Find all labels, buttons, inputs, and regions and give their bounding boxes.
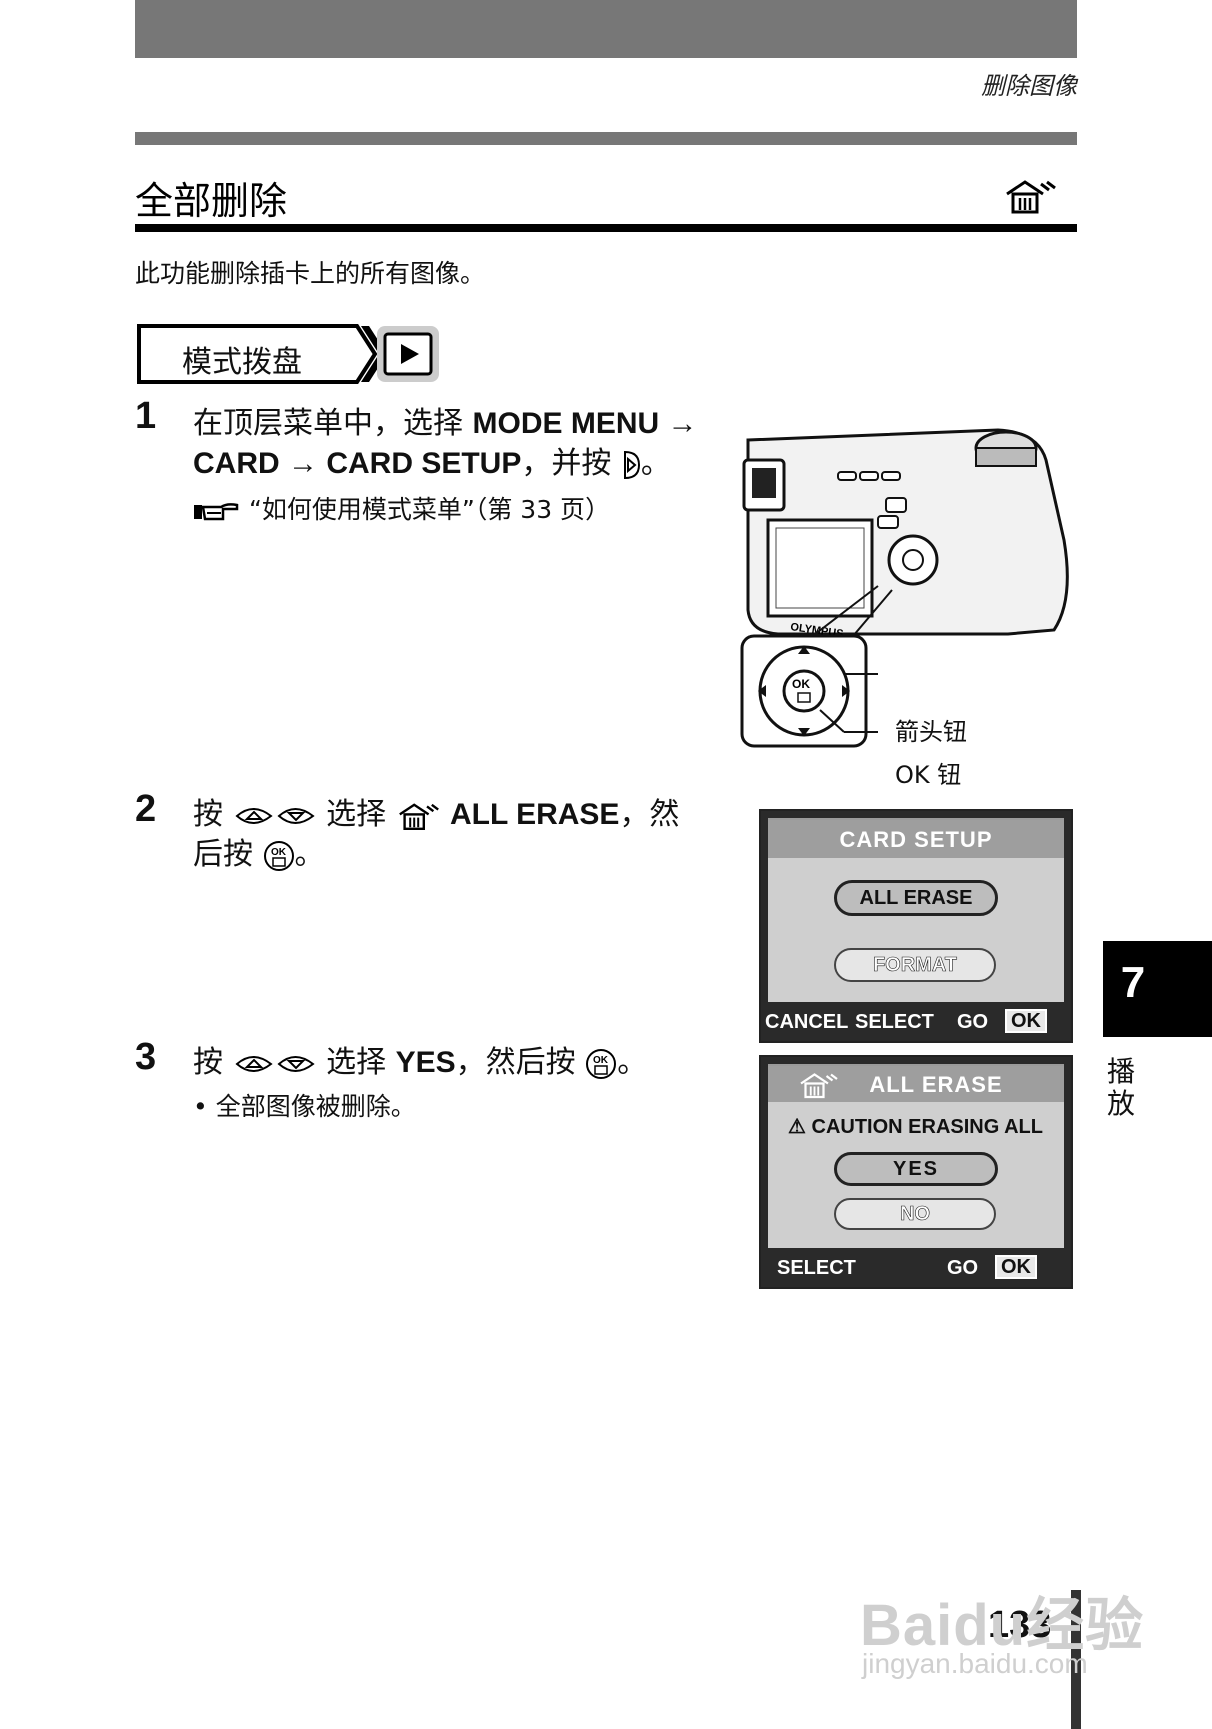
step-3-bullet: • 全部图像被删除。 — [193, 1087, 416, 1123]
watermark-url: jingyan.baidu.com — [862, 1648, 1088, 1679]
step-1-period: 。 — [640, 446, 671, 481]
svg-text:OK: OK — [593, 1055, 609, 1066]
screen-body: ALL ERASE ⚠ CAUTION ERASING ALL YES NO — [768, 1064, 1064, 1248]
arrow-buttons-callout: 箭头钮 — [895, 718, 967, 746]
screen-title: ALL ERASE — [869, 1072, 1003, 1097]
step-1-menu-path-2: CARD → CARD SETUP — [193, 447, 522, 480]
step-2-text-d: ，然 — [619, 797, 680, 832]
section-rule — [135, 132, 1077, 145]
go-hint: GO — [947, 1257, 979, 1279]
playback-icon — [401, 344, 419, 364]
step-2-period: 。 — [294, 837, 325, 872]
step-number: 2 — [135, 788, 157, 830]
all-erase-icon — [800, 1073, 838, 1099]
header-band — [135, 0, 1077, 58]
watermark-logo: Baidu经验 — [860, 1593, 1145, 1658]
ok-hint: OK — [1005, 1009, 1047, 1033]
screen-footer: CANCEL SELECT GO OK — [761, 1003, 1071, 1041]
all-erase-icon — [398, 802, 439, 830]
all-erase-screen: ALL ERASE ⚠ CAUTION ERASING ALL YES NO S… — [759, 1055, 1073, 1289]
caution-message: ⚠ CAUTION ERASING ALL — [788, 1114, 1043, 1139]
go-hint: GO — [957, 1011, 989, 1033]
step-2-text-b: 选择 — [316, 797, 396, 832]
ok-button-icon: OK — [263, 840, 294, 871]
ok-button-label: OK — [792, 677, 810, 691]
page-number: 133 — [988, 1604, 1052, 1646]
page-edge-bar — [1071, 1590, 1081, 1729]
step-1-text: 在顶层菜单中，选择 MODE MENU → CARD → CARD SETUP，… — [193, 404, 713, 484]
page-title: 全部删除 — [135, 179, 288, 223]
chapter-number: 7 — [1120, 958, 1146, 1007]
yes-option[interactable]: YES — [834, 1152, 998, 1186]
yes-option-label: YES — [892, 1158, 940, 1180]
format-option[interactable]: FORMAT — [834, 948, 996, 982]
ok-button-icon: OK — [586, 1048, 617, 1079]
ok-button-callout: OK 钮 — [895, 761, 962, 789]
cancel-hint: CANCEL — [765, 1011, 849, 1033]
intro-text: 此功能删除插卡上的所有图像。 — [135, 259, 486, 288]
up-down-buttons-icon — [235, 807, 315, 824]
step-3-text-b: 选择 — [316, 1045, 396, 1080]
step-3-yes: YES — [395, 1046, 456, 1079]
step-2-text-e: 后按 — [193, 837, 263, 872]
mode-dial-label: 模式拨盘 — [182, 345, 302, 380]
step-1-reference: “如何使用模式菜单”（第 33 页） — [193, 490, 610, 526]
bullet-dot: • — [193, 1092, 216, 1121]
step-number: 1 — [135, 395, 157, 437]
no-option-label: NO — [900, 1203, 931, 1226]
step-2-text: 按 选择 ALL ERASE，然 后按 OK 。 — [193, 795, 723, 875]
camera-illustration: OLYMPUS OK — [740, 428, 1069, 748]
all-erase-option-label: ALL ERASE — [859, 887, 973, 909]
step-number: 3 — [135, 1036, 157, 1078]
screen-body: CARD SETUP ALL ERASE FORMAT — [768, 818, 1064, 1002]
reference-hand-icon — [194, 503, 239, 521]
ok-hint: OK — [995, 1255, 1037, 1279]
all-erase-option[interactable]: ALL ERASE — [834, 880, 998, 916]
reference-text: “如何使用模式菜单”（第 33 页） — [248, 495, 611, 524]
title-rule — [135, 224, 1077, 232]
svg-text:OK: OK — [271, 847, 287, 858]
step-3-period: 。 — [617, 1045, 648, 1080]
screen-title: CARD SETUP — [839, 827, 993, 852]
step-2-menu-item: ALL ERASE — [441, 798, 620, 831]
chapter-tab — [1103, 941, 1212, 1037]
right-arrow-button-icon — [623, 450, 640, 479]
caution-text: CAUTION ERASING ALL — [811, 1116, 1043, 1138]
step-2-text-a: 按 — [193, 797, 233, 832]
no-option[interactable]: NO — [834, 1198, 996, 1230]
mode-dial-badge — [137, 324, 439, 384]
select-hint: SELECT — [777, 1257, 856, 1279]
format-option-label: FORMAT — [872, 954, 958, 977]
warning-icon: ⚠ — [788, 1116, 806, 1138]
step-3-text-a: 按 — [193, 1045, 233, 1080]
screen-footer: SELECT GO OK — [761, 1249, 1071, 1287]
step-1-menu-path: MODE MENU → — [472, 407, 698, 440]
chapter-label: 播放 — [1106, 1055, 1135, 1120]
step-3-text-d: ，然后按 — [455, 1045, 586, 1080]
select-hint: SELECT — [855, 1011, 934, 1033]
screen-title-bar — [768, 820, 1064, 858]
step-1-text-a: 在顶层菜单中，选择 — [193, 406, 473, 441]
all-erase-icon — [1006, 180, 1056, 214]
step-3-text: 按 选择 YES，然后按 OK 。 — [193, 1043, 733, 1083]
step-1-text-b: ，并按 — [521, 446, 621, 481]
card-setup-screen: CARD SETUP ALL ERASE FORMAT CANCEL SELEC… — [759, 809, 1073, 1043]
section-header: 删除图像 — [981, 72, 1077, 100]
step-3-bullet-text: 全部图像被删除。 — [215, 1092, 416, 1121]
up-down-buttons-icon — [235, 1055, 315, 1072]
